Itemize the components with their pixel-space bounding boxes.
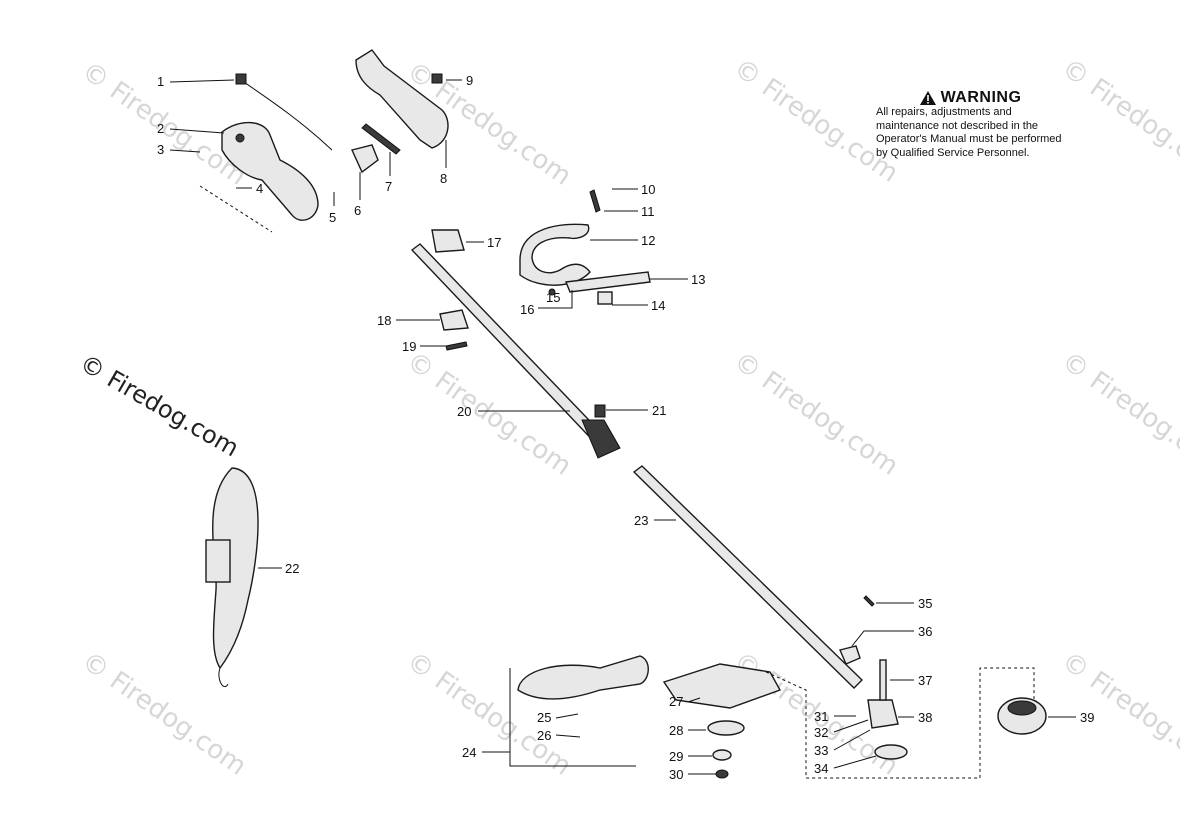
watermark-5: © Firedog.com [401,346,577,481]
callout-29: 29 [669,749,683,764]
callout-25: 25 [537,710,551,725]
callout-23: 23 [634,513,648,528]
callout-9: 9 [466,73,473,88]
callout-4: 4 [256,181,263,196]
throttle-lever [361,123,401,155]
blade-27 [662,663,782,709]
washer-29 [712,749,732,761]
throttle-cable [235,73,333,151]
callout-28: 28 [669,723,683,738]
callout-14: 14 [651,298,665,313]
blade-kit-handle [517,655,649,700]
spindle-washer-34 [874,744,908,760]
callout-5: 5 [329,210,336,225]
clamp-18 [439,309,469,331]
warning-triangle-icon [919,91,936,105]
callout-13: 13 [691,272,705,287]
callout-32: 32 [814,725,828,740]
callout-16: 16 [520,302,534,317]
screw-19 [445,341,468,351]
callout-24: 24 [462,745,476,760]
callout-12: 12 [641,233,655,248]
nut-30 [715,769,729,779]
callout-34: 34 [814,761,828,776]
callout-31: 31 [814,709,828,724]
callout-22: 22 [285,561,299,576]
callout-2: 2 [157,121,164,136]
callout-33: 33 [814,743,828,758]
loop-handle [519,189,651,305]
callout-21: 21 [652,403,666,418]
callout-35: 35 [918,596,932,611]
callout-10: 10 [641,182,655,197]
callout-8: 8 [440,171,447,186]
callouts: 1 2 3 4 5 6 7 8 9 10 11 12 13 [157,73,1094,782]
watermark-6: © Firedog.com [728,346,904,481]
callout-7: 7 [385,179,392,194]
callout-3: 3 [157,142,164,157]
bolt-35 [863,595,875,607]
callout-36: 36 [918,624,932,639]
callout-11: 11 [641,204,655,219]
lower-shaft [632,465,863,689]
watermark-7: © Firedog.com [1056,346,1180,481]
throttle-housing [221,121,319,221]
warning-notice: WARNING All repairs, adjustments and mai… [876,90,1076,160]
callout-26: 26 [537,728,551,743]
trimmer-head-39 [997,697,1047,735]
callout-27: 27 [669,694,683,709]
gearhead-38 [867,659,899,729]
callout-1: 1 [157,74,164,89]
callout-15: 15 [546,290,560,305]
warning-heading: WARNING [864,90,1076,106]
callout-20: 20 [457,404,471,419]
callout-39: 39 [1080,710,1094,725]
harness-strap [205,467,259,688]
callout-37: 37 [918,673,932,688]
upper-shaft [410,243,621,459]
washer-28 [707,720,745,736]
warning-title: WARNING [940,89,1022,107]
watermark-main: © Firedog.com [75,349,244,462]
watermark-11: © Firedog.com [1056,646,1180,781]
handle-grip [355,49,449,149]
callout-19: 19 [402,339,416,354]
warning-text: All repairs, adjustments and maintenance… [876,106,1062,159]
clamp-17 [431,229,465,253]
group-brackets [199,185,1035,779]
throttle-trigger [351,144,379,174]
callout-17: 17 [487,235,501,250]
callout-30: 30 [669,767,683,782]
callout-38: 38 [918,710,932,725]
bracket-36 [839,645,861,665]
callout-6: 6 [354,203,361,218]
watermark-8: © Firedog.com [76,646,252,781]
callout-18: 18 [377,313,391,328]
